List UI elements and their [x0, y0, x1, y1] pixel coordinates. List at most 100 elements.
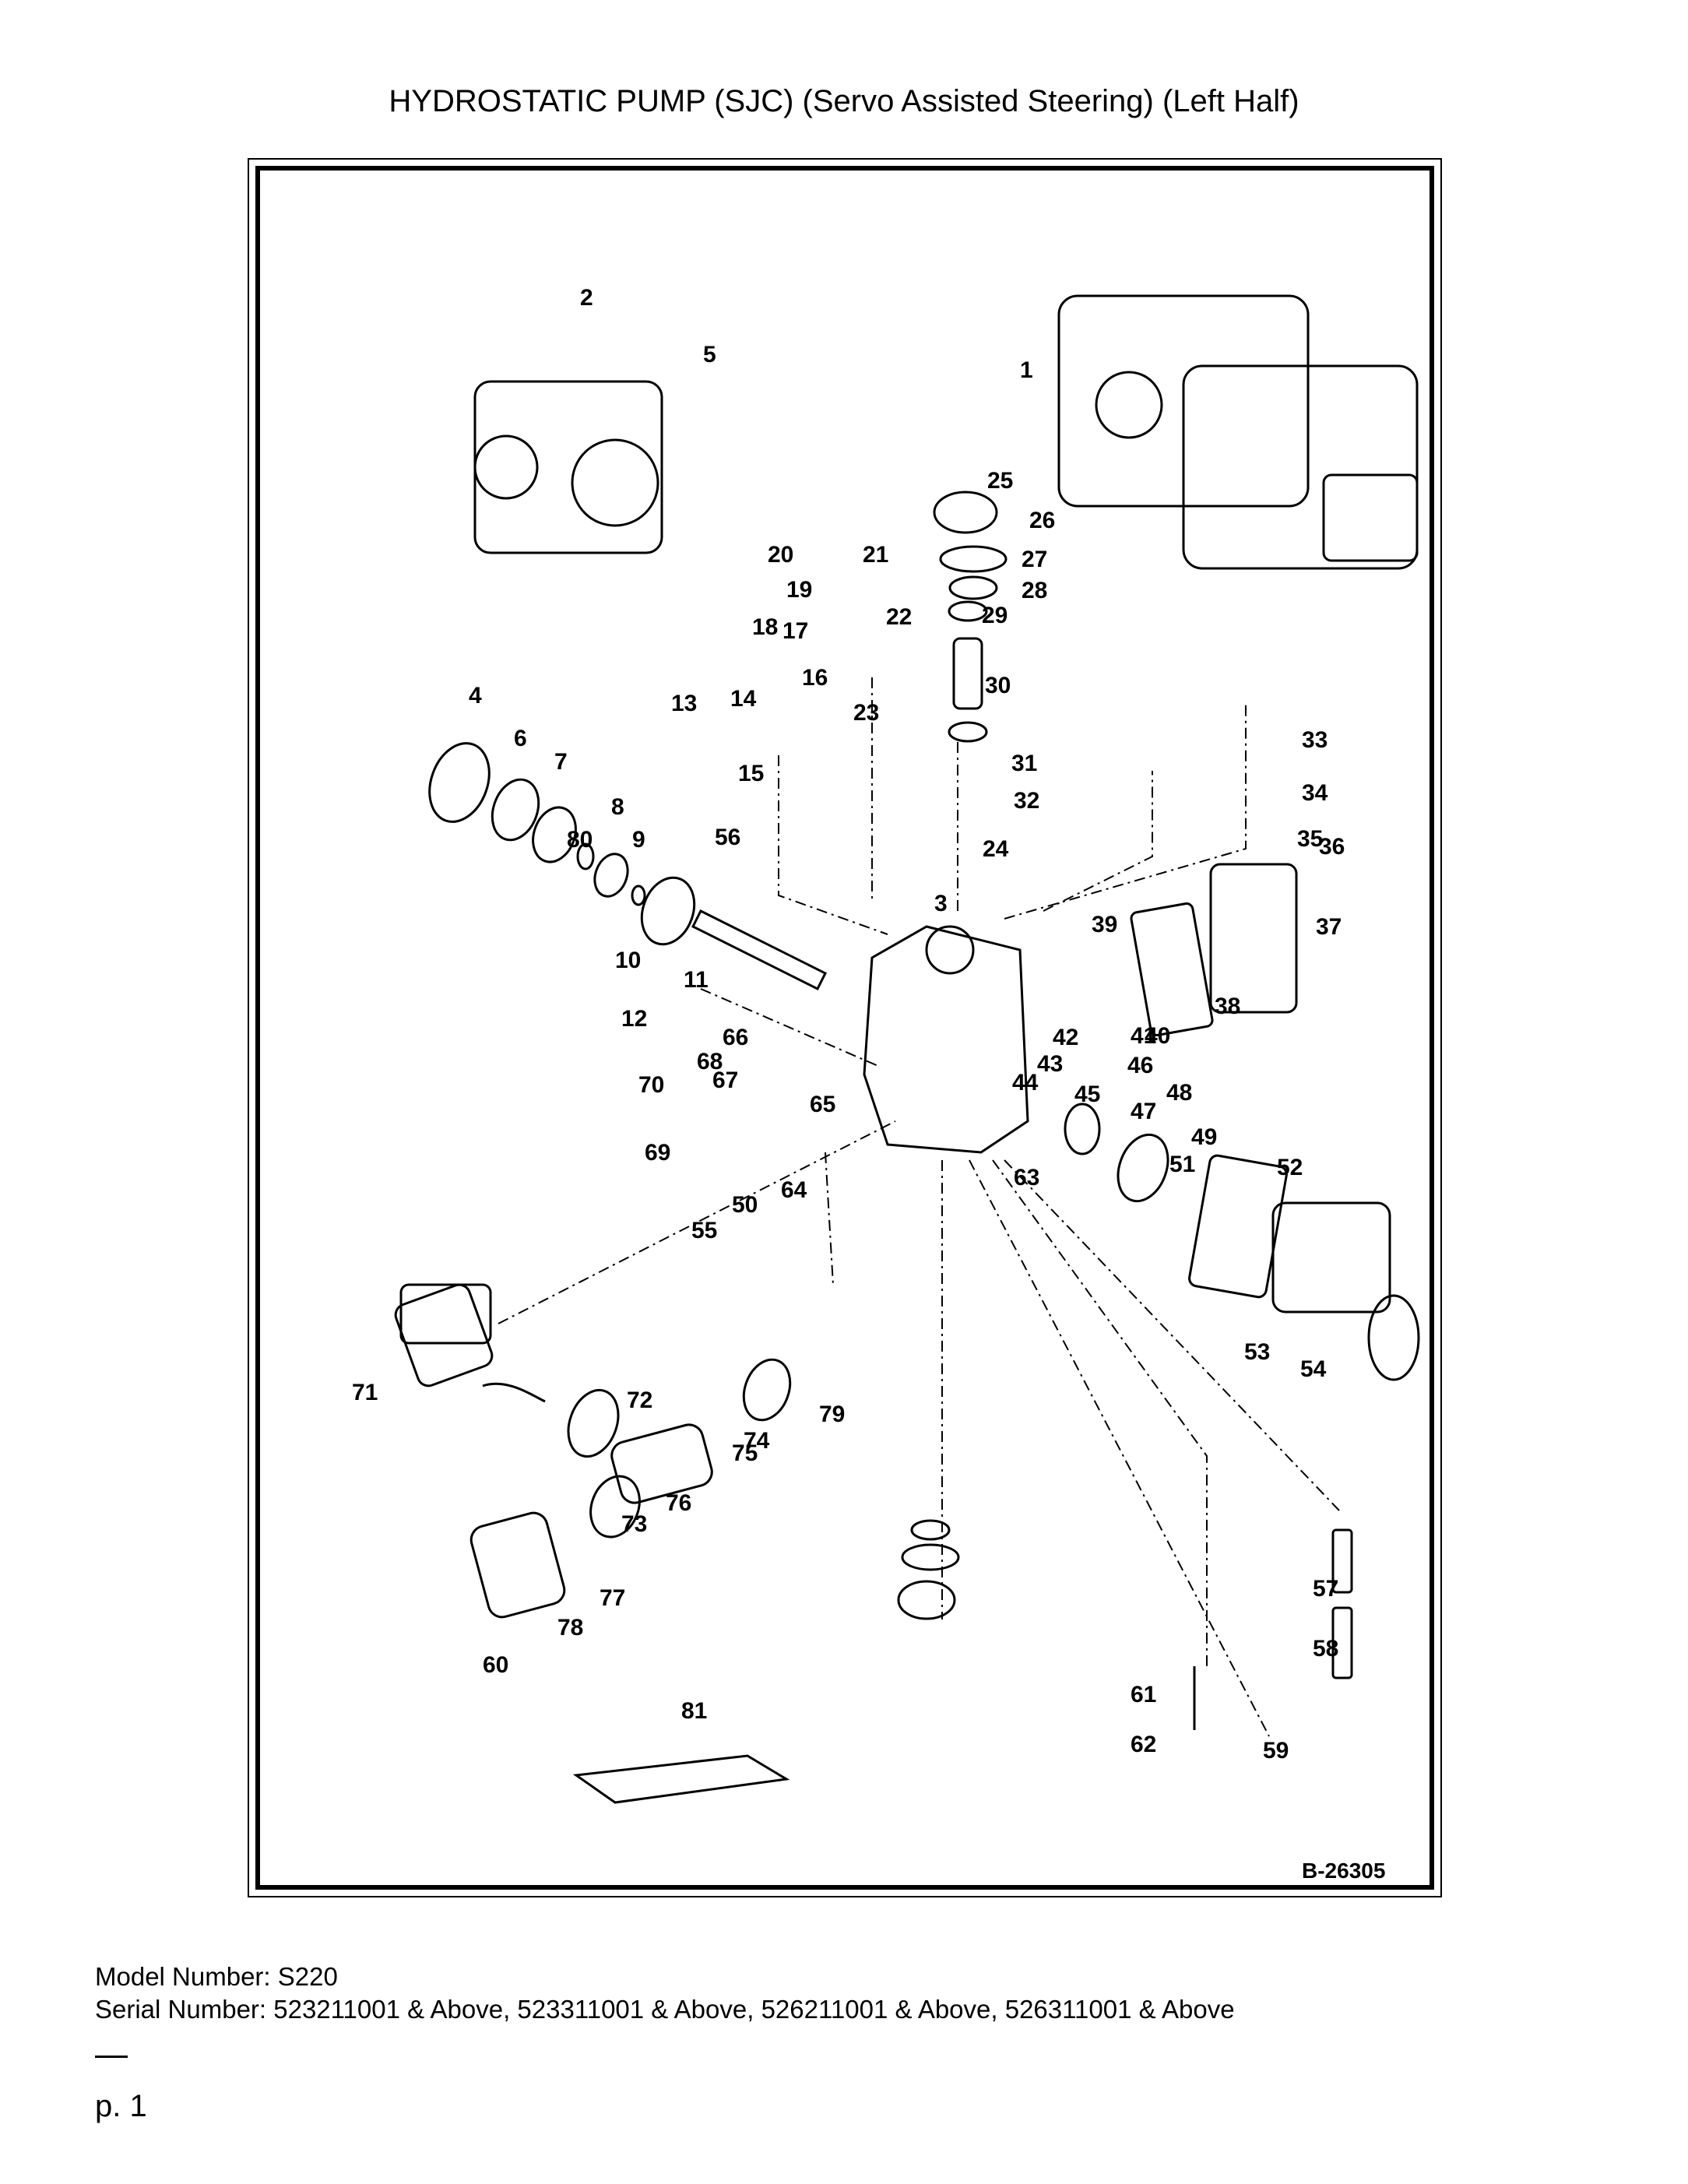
callout-12: 12	[621, 1006, 647, 1032]
gasket-38	[1130, 902, 1214, 1036]
callout-46: 46	[1127, 1053, 1153, 1078]
o-ring-29-upper	[948, 600, 988, 622]
callout-24: 24	[983, 836, 1009, 862]
callout-22: 22	[886, 604, 912, 630]
callout-10: 10	[615, 948, 641, 973]
callout-26: 26	[1029, 508, 1055, 533]
callout-78: 78	[557, 1615, 583, 1641]
callout-53: 53	[1244, 1339, 1270, 1365]
servo-piston-76	[610, 1423, 713, 1504]
cover-26	[933, 491, 998, 534]
ring-8	[593, 853, 629, 898]
callout-37: 37	[1316, 914, 1342, 940]
callout-67: 67	[712, 1067, 738, 1093]
callout-3: 3	[934, 891, 948, 916]
pump-assembly-2-flange	[571, 438, 659, 527]
callout-31: 31	[1011, 751, 1037, 776]
callout-27: 27	[1022, 547, 1047, 572]
bolt-61-axis	[992, 1159, 1208, 1666]
callout-65: 65	[810, 1092, 835, 1117]
bolt-59-axis	[969, 1159, 1270, 1737]
seal-46	[1064, 1103, 1101, 1155]
callout-29: 29	[982, 603, 1008, 628]
callout-66: 66	[723, 1025, 748, 1050]
callout-42: 42	[1053, 1025, 1078, 1050]
port-14-axis	[778, 755, 888, 935]
callout-58: 58	[1313, 1636, 1338, 1662]
callout-68: 68	[697, 1049, 723, 1074]
gasket-52	[1188, 1154, 1288, 1299]
callout-44: 44	[1012, 1070, 1039, 1096]
rotating-group-71	[394, 1283, 494, 1387]
valve-57	[1331, 1528, 1353, 1594]
callout-15: 15	[738, 761, 764, 786]
tandem-pump-1-rear	[1182, 364, 1419, 570]
callout-17: 17	[782, 618, 808, 644]
callout-1: 1	[1020, 357, 1033, 383]
cylinder-block	[399, 1283, 492, 1345]
pump-assembly-2-port	[473, 434, 539, 500]
tandem-pump-1-port	[1095, 371, 1163, 439]
cover-26-lower	[897, 1580, 956, 1620]
callout-7: 7	[554, 749, 568, 775]
callout-77: 77	[600, 1585, 625, 1611]
cover-77	[469, 1511, 566, 1619]
callout-60: 60	[483, 1652, 508, 1678]
callout-41: 41	[1131, 1023, 1156, 1049]
ring-6	[491, 778, 540, 842]
rotating-group-axis	[498, 1120, 896, 1324]
diagram-frame	[248, 158, 1442, 1897]
callout-74: 74	[744, 1428, 770, 1454]
callout-32: 32	[1014, 788, 1039, 814]
callout-47: 47	[1131, 1099, 1156, 1124]
callout-71: 71	[352, 1380, 378, 1405]
callout-57: 57	[1313, 1576, 1338, 1602]
callout-40: 40	[1145, 1023, 1170, 1049]
callout-76: 76	[666, 1490, 691, 1516]
callout-51: 51	[1169, 1152, 1195, 1177]
callout-20: 20	[768, 542, 793, 568]
callout-63: 63	[1014, 1165, 1039, 1190]
callout-4: 4	[469, 683, 482, 709]
swashplate-72	[567, 1388, 620, 1458]
callout-73: 73	[621, 1511, 647, 1537]
pump-assembly-2	[473, 380, 663, 554]
page-title: HYDROSTATIC PUMP (SJC) (Servo Assisted S…	[389, 84, 1299, 118]
plug-15-axis	[825, 1152, 834, 1285]
callout-19: 19	[786, 577, 812, 603]
callout-16: 16	[802, 665, 828, 691]
seal-7	[532, 806, 577, 863]
callout-45: 45	[1074, 1081, 1100, 1107]
callout-14: 14	[730, 686, 757, 712]
callout-56: 56	[715, 825, 740, 850]
callout-52: 52	[1277, 1155, 1303, 1180]
gear-pump	[1322, 473, 1419, 562]
callout-72: 72	[627, 1387, 652, 1413]
callout-81: 81	[681, 1698, 707, 1724]
callout-30: 30	[985, 673, 1011, 698]
bearing-10	[640, 876, 696, 946]
o-ring-28-lower	[910, 1519, 951, 1541]
callout-34: 34	[1302, 780, 1328, 806]
diagram-frame-inner	[255, 166, 1434, 1890]
o-ring-28	[948, 575, 998, 600]
page-marker-line	[95, 2056, 128, 2058]
figure-reference: B-26305	[1302, 1859, 1385, 1883]
port-16-right-axis	[1004, 701, 1247, 920]
callout-69: 69	[645, 1140, 670, 1166]
bearing-48	[1117, 1133, 1169, 1203]
callout-2: 2	[580, 285, 593, 311]
shaft-axis	[700, 988, 881, 1067]
o-ring-4-right	[1367, 1294, 1420, 1381]
callout-13: 13	[671, 691, 697, 716]
callout-18: 18	[752, 614, 778, 640]
gasket-27	[939, 545, 1008, 573]
callout-38: 38	[1215, 994, 1240, 1019]
bearing-79	[742, 1358, 792, 1422]
callout-48: 48	[1166, 1080, 1192, 1106]
callout-64: 64	[781, 1177, 807, 1203]
drive-shaft-11	[691, 909, 828, 991]
callout-50: 50	[732, 1192, 758, 1218]
callout-79: 79	[819, 1401, 845, 1427]
callout-54: 54	[1300, 1356, 1327, 1382]
